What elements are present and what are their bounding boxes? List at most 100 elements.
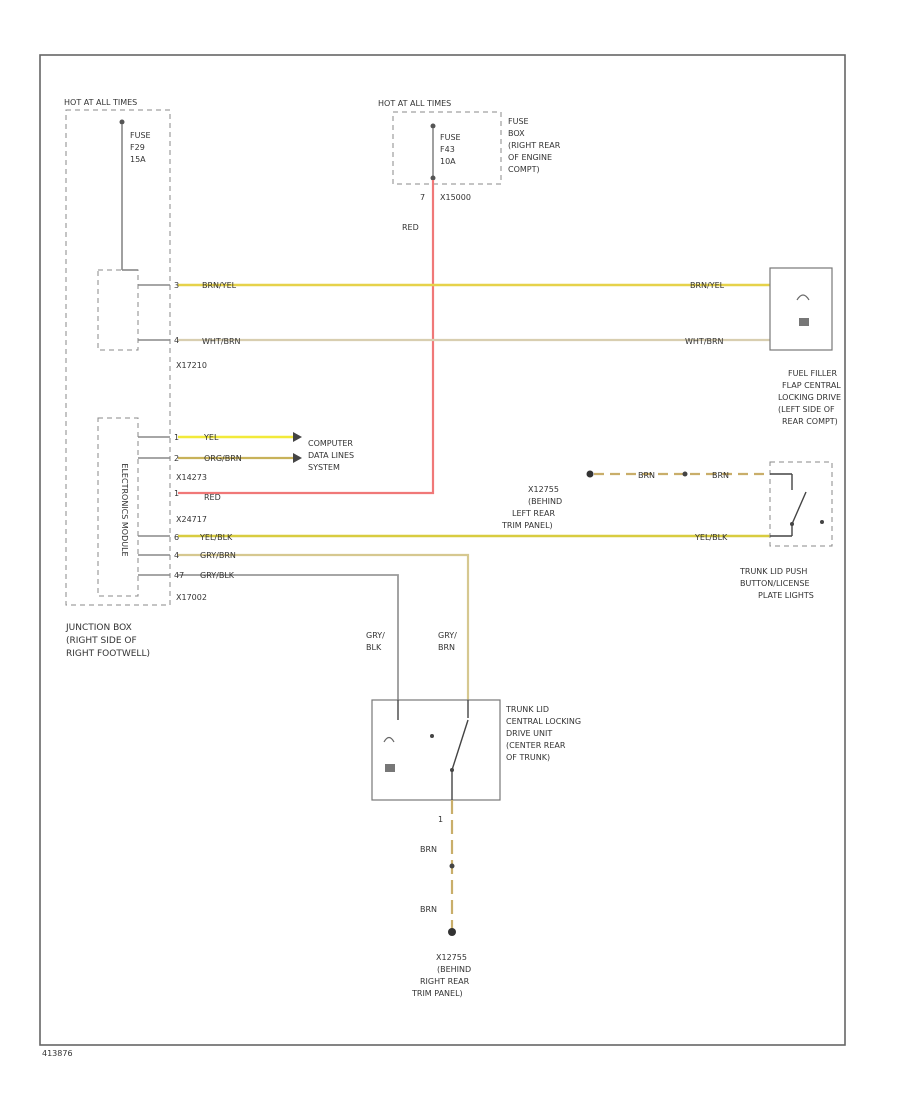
ground-left-label-1: (BEHIND (528, 497, 562, 506)
pin-4: 4 (174, 336, 179, 345)
yel-label: YEL (203, 433, 219, 442)
junction-box-outline (65, 109, 171, 606)
fuse-right-id: F43 (440, 145, 455, 154)
trunk-drive-label-3: (CENTER REAR (506, 741, 566, 750)
computer-data-label-2: SYSTEM (308, 463, 340, 472)
wht-brn-label-left: WHT/BRN (202, 337, 241, 346)
ground-left-rear-icon (586, 470, 594, 478)
fuel-filler-drive-box (769, 267, 833, 351)
fuse-box-left-title: HOT AT ALL TIMES (64, 98, 137, 107)
gry-brn-label: GRY/BRN (200, 551, 236, 560)
connector-x24717: X24717 (176, 515, 207, 524)
electronics-module-label: ELECTRONICS MODULE (120, 463, 129, 556)
trunk-drive-unit-box (371, 699, 501, 801)
gry-brn-split-1: BRN (438, 643, 455, 652)
junction-box-label-0: JUNCTION BOX (65, 623, 132, 633)
gry-blk-split-0: GRY/ (366, 631, 385, 640)
trunk-switch-label-0: TRUNK LID PUSH (739, 567, 807, 576)
fuse-right-connector: X15000 (440, 193, 471, 202)
trunk-drive-label-2: DRIVE UNIT (506, 729, 552, 738)
trunk-switch-box (769, 461, 833, 547)
junction-box-label-2: RIGHT FOOTWELL) (66, 649, 150, 659)
gry-blk-wire (178, 574, 399, 700)
red-wire-label: RED (402, 223, 419, 232)
computer-data-label-1: DATA LINES (308, 451, 354, 460)
fuse-right-rating: 10A (440, 157, 456, 166)
ground-right-rear-icon (448, 928, 456, 936)
pin-4-gry-brn: 4 (174, 551, 179, 560)
relay-box-upper (97, 269, 139, 351)
fuse-box-right-loc-1: BOX (508, 129, 525, 138)
ground-right-label-3: TRIM PANEL) (411, 989, 463, 998)
gry-blk-split-1: BLK (366, 643, 382, 652)
fuel-filler-label-3: (LEFT SIDE OF (778, 405, 835, 414)
yel-blk-label-right: YEL/BLK (694, 533, 728, 542)
fuse-box-right-title: HOT AT ALL TIMES (378, 99, 451, 108)
yel-blk-label-left: YEL/BLK (199, 533, 233, 542)
fuse-right-pin: 7 (420, 193, 425, 202)
trunk-drive-switch-icon (451, 719, 469, 771)
trunk-drive-pin: 1 (438, 815, 443, 824)
ground-left-label-2: LEFT REAR (512, 509, 555, 518)
fuse-right-label: FUSE (440, 133, 461, 142)
gry-brn-split-0: GRY/ (438, 631, 457, 640)
fuse-left-node-top (119, 119, 125, 125)
ground-left-label-3: TRIM PANEL) (501, 521, 553, 530)
fuse-box-right-outline (392, 111, 502, 185)
wht-brn-label-right: WHT/BRN (685, 337, 724, 346)
ground-right-label-1: (BEHIND (437, 965, 471, 974)
connector-x14273: X14273 (176, 473, 207, 482)
fuse-box-right-loc-0: FUSE (508, 117, 529, 126)
org-brn-arrow-icon (293, 453, 302, 463)
brn-splice-node (682, 471, 688, 477)
gry-brn-wire (178, 553, 470, 700)
ground-left-label-0: X12755 (528, 485, 559, 494)
trunk-switch-label-1: BUTTON/LICENSE (740, 579, 810, 588)
pin-1-red: 1 (174, 489, 179, 498)
yel-arrow-icon (293, 432, 302, 442)
brn-label-lower-1: BRN (420, 845, 437, 854)
trunk-drive-motor-icon (383, 736, 395, 743)
trunk-drive-actuator-icon (385, 764, 395, 772)
fuel-filler-label-1: FLAP CENTRAL (782, 381, 841, 390)
brn-lower-splice-node (449, 863, 455, 869)
fuel-filler-label-0: FUEL FILLER (788, 369, 837, 378)
brn-yel-label-right: BRN/YEL (690, 281, 725, 290)
fuse-left-label: FUSE (130, 131, 151, 140)
fuse-left-rating: 15A (130, 155, 146, 164)
fuse-right-node-top (430, 123, 436, 129)
fuse-left-id: F29 (130, 143, 145, 152)
pin-47: 47 (174, 571, 184, 580)
electronics-module-box (97, 417, 139, 597)
trunk-drive-label-4: OF TRUNK) (506, 753, 550, 762)
org-brn-label: ORG/BRN (204, 454, 242, 463)
fuse-right-node-bottom (430, 175, 436, 181)
pin-3: 3 (174, 281, 179, 290)
fuse-box-right-loc-2: (RIGHT REAR (508, 141, 561, 150)
trunk-drive-label-1: CENTRAL LOCKING (506, 717, 581, 726)
connector-x17002: X17002 (176, 593, 207, 602)
trunk-switch-contact-icon (791, 491, 807, 525)
brn-label-lower-2: BRN (420, 905, 437, 914)
diagram-border (39, 54, 846, 1046)
brn-yel-label-left: BRN/YEL (202, 281, 237, 290)
connector-x17210: X17210 (176, 361, 207, 370)
pin-1: 1 (174, 433, 179, 442)
pin-2: 2 (174, 454, 179, 463)
red-label-junction: RED (204, 493, 221, 502)
fuel-filler-label-4: REAR COMPT) (782, 417, 838, 426)
fuse-box-right-loc-4: COMPT) (508, 165, 540, 174)
computer-data-label-0: COMPUTER (308, 439, 353, 448)
junction-box-label-1: (RIGHT SIDE OF (66, 636, 137, 646)
pin-6: 6 (174, 533, 179, 542)
trunk-drive-label-0: TRUNK LID (505, 705, 549, 714)
fuel-filler-label-2: LOCKING DRIVE (778, 393, 841, 402)
brn-label-upper-left: BRN (638, 471, 655, 480)
trunk-switch-label-2: PLATE LIGHTS (758, 591, 814, 600)
fuse-box-right-loc-3: OF ENGINE (508, 153, 552, 162)
ground-right-label-0: X12755 (436, 953, 467, 962)
brn-label-upper-right: BRN (712, 471, 729, 480)
ground-right-label-2: RIGHT REAR (420, 977, 470, 986)
gry-blk-label: GRY/BLK (200, 571, 235, 580)
